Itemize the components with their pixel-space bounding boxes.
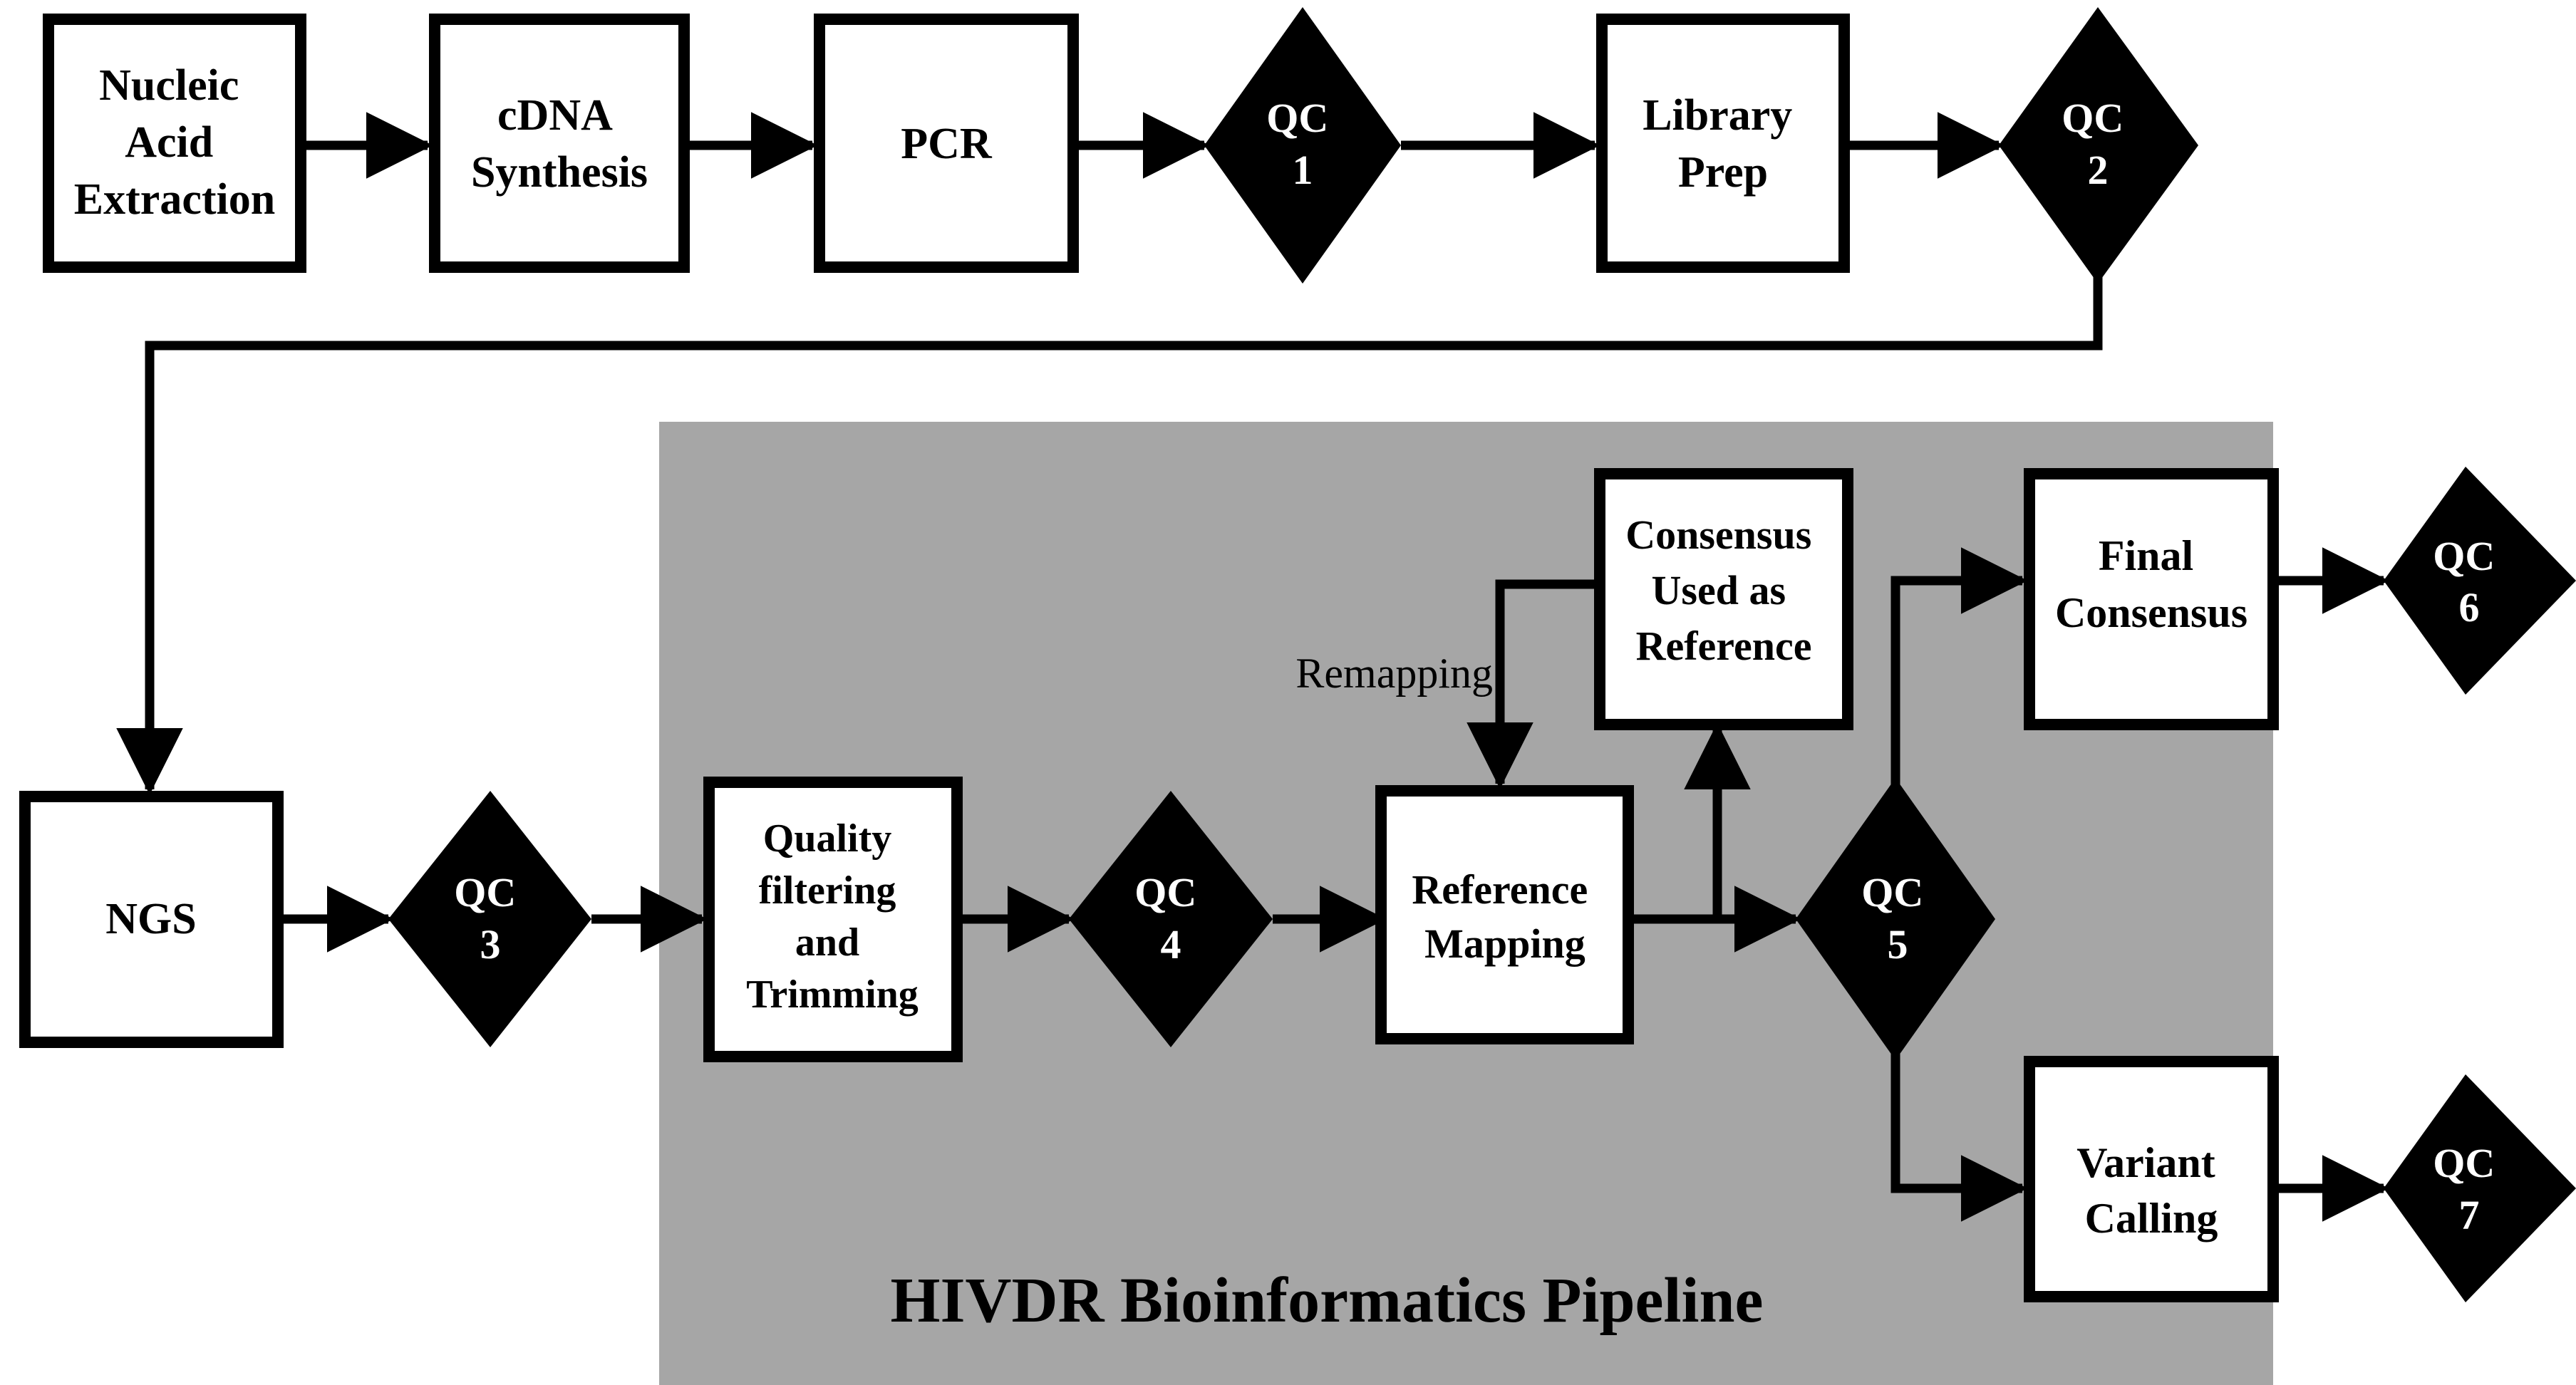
svg-text:QC 3: QC 3 bbox=[454, 869, 527, 968]
svg-text:Variant Calling: Variant Calling bbox=[2076, 1139, 2225, 1242]
svg-text:QC 7: QC 7 bbox=[2433, 1140, 2505, 1238]
node-label-line: Nucleic bbox=[99, 61, 239, 110]
node-label-line: QC bbox=[2433, 533, 2495, 579]
node-ngs[interactable]: NGS bbox=[19, 791, 284, 1048]
node-label-line: Consensus bbox=[2055, 589, 2247, 636]
node-diamond bbox=[1796, 778, 1995, 1060]
node-label-line: Prep bbox=[1678, 148, 1768, 197]
node-diamond bbox=[1999, 7, 2198, 284]
node-box bbox=[1375, 785, 1634, 1044]
node-box bbox=[2024, 468, 2279, 730]
node-label-line: QC bbox=[1861, 869, 1923, 915]
node-reference-mapping[interactable]: Reference Mapping bbox=[1375, 785, 1634, 1044]
node-qc-2[interactable]: QC 2 bbox=[1999, 7, 2198, 284]
edge-label-remapping: Remapping bbox=[1295, 650, 1493, 697]
node-consensus-used-as-reference[interactable]: Consensus Used as Reference bbox=[1594, 468, 1853, 730]
node-label-line: Consensus bbox=[1625, 512, 1811, 558]
node-label-line: 5 bbox=[1888, 921, 1908, 968]
node-label-line: QC bbox=[1266, 95, 1328, 141]
node-variant-calling[interactable]: Variant Calling bbox=[2024, 1056, 2279, 1302]
node-library-prep[interactable]: Library Prep bbox=[1596, 14, 1850, 273]
node-label-line: QC bbox=[2062, 95, 2124, 141]
svg-text:PCR: PCR bbox=[901, 120, 993, 168]
node-qc-1[interactable]: QC 1 bbox=[1204, 7, 1401, 284]
node-label-line: Synthesis bbox=[471, 148, 648, 197]
node-label-line: 3 bbox=[480, 921, 501, 968]
node-qc-7[interactable]: QC 7 bbox=[2384, 1074, 2576, 1302]
node-label-line: 1 bbox=[1293, 147, 1313, 193]
node-label-line: Reference bbox=[1636, 623, 1812, 669]
svg-text:Quality filtering: Quality filtering and Trimming bbox=[746, 816, 919, 1017]
node-label-line: Mapping bbox=[1424, 920, 1586, 967]
node-label-line: PCR bbox=[901, 120, 993, 168]
svg-text:cDNA Synthesis: cDNA Synthesis bbox=[471, 91, 648, 197]
node-label-line: QC bbox=[2433, 1140, 2495, 1186]
node-label-line: filtering bbox=[759, 868, 896, 913]
node-label-line: Extraction bbox=[74, 175, 275, 224]
node-cdna-synthesis[interactable]: cDNA Synthesis bbox=[429, 14, 690, 273]
svg-text:QC 1: QC 1 bbox=[1266, 95, 1339, 193]
svg-text:Final Consensus: Final Consensus bbox=[2055, 532, 2247, 636]
node-qc-6[interactable]: QC 6 bbox=[2384, 467, 2576, 695]
svg-text:Consensus Used as: Consensus Used as Reference bbox=[1625, 512, 1822, 669]
panel-title: HIVDR Bioinformatics Pipeline bbox=[891, 1265, 1764, 1336]
node-label-line: 4 bbox=[1161, 921, 1181, 968]
node-label-line: QC bbox=[1134, 869, 1196, 915]
node-box bbox=[1596, 14, 1850, 273]
node-box bbox=[1594, 468, 1853, 730]
node-nucleic-acid-extraction[interactable]: Nucleic Acid Extraction bbox=[43, 14, 306, 273]
svg-text:QC 2: QC 2 bbox=[2062, 95, 2134, 193]
svg-text:Library Prep: Library Prep bbox=[1643, 91, 1804, 197]
svg-text:Nucleic Acid Extra: Nucleic Acid Extraction bbox=[74, 61, 275, 224]
node-label-line: Acid bbox=[125, 118, 213, 167]
node-label-line: Trimming bbox=[746, 972, 919, 1017]
svg-text:QC 6: QC 6 bbox=[2433, 533, 2505, 631]
node-box bbox=[703, 777, 963, 1062]
node-box bbox=[19, 791, 284, 1048]
node-diamond bbox=[2384, 467, 2576, 695]
node-box bbox=[2024, 1056, 2279, 1302]
node-label-line: QC bbox=[454, 869, 516, 915]
edge-qc5-to-finalconsensus bbox=[1890, 547, 2028, 849]
svg-text:QC 5: QC 5 bbox=[1861, 869, 1934, 968]
node-box bbox=[43, 14, 306, 273]
svg-text:QC 4: QC 4 bbox=[1134, 869, 1207, 968]
node-label-line: 2 bbox=[2088, 147, 2109, 193]
node-qc-3[interactable]: QC 3 bbox=[388, 791, 591, 1047]
node-label-line: Final bbox=[2099, 532, 2193, 579]
node-diamond bbox=[1069, 791, 1273, 1047]
node-quality-filtering-and-trimming[interactable]: Quality filtering and Trimming bbox=[703, 777, 963, 1062]
node-qc-5[interactable]: QC 5 bbox=[1796, 778, 1995, 1060]
node-diamond bbox=[1204, 7, 1401, 284]
node-label-line: Used as bbox=[1651, 567, 1786, 613]
node-label-line: 7 bbox=[2459, 1192, 2480, 1238]
node-label-line: NGS bbox=[105, 895, 196, 943]
node-label-line: Calling bbox=[2085, 1195, 2218, 1242]
svg-text:NGS: NGS bbox=[105, 895, 196, 943]
node-label-line: 6 bbox=[2459, 584, 2480, 631]
edge-remapping-loop bbox=[1467, 579, 1600, 789]
node-label-line: Quality bbox=[763, 816, 891, 861]
node-diamond bbox=[388, 791, 591, 1047]
node-box bbox=[814, 14, 1079, 273]
svg-text:Reference Mapping: Reference Mapping bbox=[1412, 866, 1598, 967]
edge-qc2-to-ngs bbox=[116, 265, 2103, 795]
node-pcr[interactable]: PCR bbox=[814, 14, 1079, 273]
node-qc-4[interactable]: QC 4 bbox=[1069, 791, 1273, 1047]
node-diamond bbox=[2384, 1074, 2576, 1302]
node-label-line: Variant bbox=[2076, 1139, 2215, 1186]
node-box bbox=[429, 14, 690, 273]
node-label-line: and bbox=[795, 920, 859, 965]
node-label-line: Reference bbox=[1412, 866, 1588, 913]
node-label-line: Library bbox=[1643, 91, 1792, 140]
connectors bbox=[116, 112, 2389, 1222]
node-label-line: cDNA bbox=[497, 91, 613, 140]
node-final-consensus[interactable]: Final Consensus bbox=[2024, 468, 2279, 730]
